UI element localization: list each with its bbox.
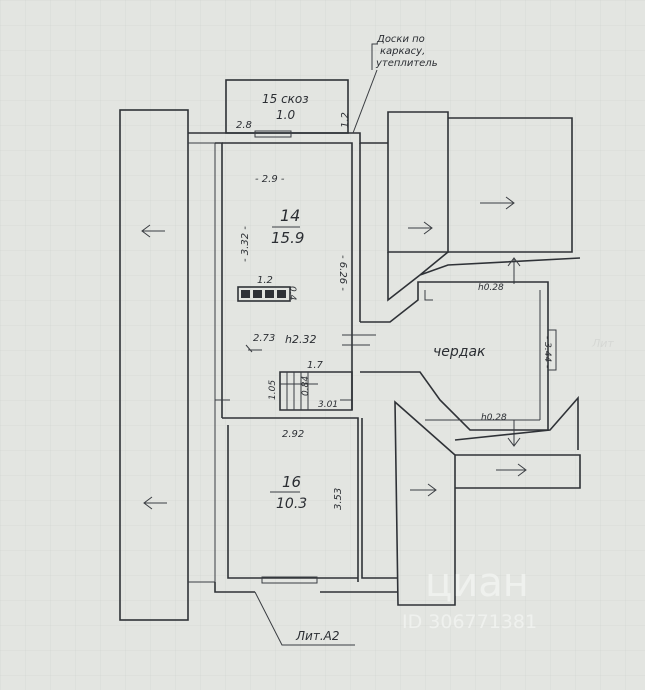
dim-1-2-vent: 1.2	[257, 275, 273, 286]
dim-1-7: 1.7	[307, 360, 324, 371]
dim-2-8: 2.8	[236, 120, 252, 131]
watermark: циан ID 306771381	[402, 560, 537, 633]
lit-a2-note: Лит.А2	[254, 591, 355, 646]
arrow-left-icon	[141, 224, 165, 238]
dim-2-92: 2.92	[282, 429, 304, 440]
dim-6-26: - 6.26 -	[337, 255, 348, 291]
dim-0-84: 0.84	[301, 376, 311, 396]
dim-3-44: - 3.44 -	[542, 336, 552, 368]
watermark-id: ID 306771381	[402, 611, 537, 633]
right-roof-lower	[394, 395, 581, 606]
dim-3-01: 3.01	[318, 400, 338, 410]
dim-h028-top: h0.28	[478, 283, 504, 293]
arrow-right-icon	[408, 221, 433, 235]
room14-number: 14	[280, 206, 300, 225]
vent-block	[237, 286, 291, 302]
dim-3-32: - 3.32 -	[240, 226, 251, 262]
attic: чердак h0.28 h0.28 - 3.44 - Лит	[360, 281, 614, 447]
arrow-right-icon	[480, 196, 515, 210]
staircase	[279, 371, 353, 411]
dim-h028-bottom: h0.28	[481, 413, 507, 423]
balcony-number: 15 скоз	[262, 92, 309, 106]
dim-h232: h2.32	[285, 333, 316, 346]
room-14: 14 15.9	[271, 206, 304, 247]
room-16: 16 10.3	[270, 473, 307, 512]
arrow-right-icon	[496, 463, 527, 477]
dim-2-9: - 2.9 -	[255, 174, 285, 185]
dim-1-2: 1.2	[340, 112, 351, 128]
dim-0-4: 0.4	[287, 286, 297, 301]
main-walls	[188, 130, 398, 593]
right-roof-upper	[387, 111, 581, 302]
balcony: 15 скоз 1.0	[225, 79, 349, 134]
arrow-up-icon	[507, 257, 521, 284]
dim-3-53: 3.53	[333, 488, 344, 510]
boards-note: Доски по каркасу, утеплитель	[352, 34, 438, 134]
attic-label: чердак	[433, 344, 486, 360]
room16-area: 10.3	[276, 496, 307, 512]
arrow-left-icon	[143, 496, 167, 510]
watermark-brand: циан	[425, 560, 529, 606]
dim-1-05: 1.05	[268, 380, 278, 400]
boards-note-line3: утеплитель	[375, 58, 438, 69]
balcony-area: 1.0	[276, 108, 295, 122]
lit-faint-label: Лит	[591, 337, 614, 350]
left-roof-slope	[119, 109, 216, 621]
boards-note-line1: Доски по	[376, 34, 425, 45]
dim-2-73: 2.73	[253, 333, 275, 344]
room16-number: 16	[282, 473, 301, 491]
arrow-right-icon	[410, 483, 437, 497]
boards-note-line2: каркасу,	[380, 46, 425, 57]
room14-area: 15.9	[271, 229, 304, 247]
dimensions: 2.8 1.2 - 2.9 - - 3.32 - - 6.26 - 1.2 0.…	[236, 112, 351, 510]
lit-a2-label: Лит.А2	[295, 629, 339, 643]
